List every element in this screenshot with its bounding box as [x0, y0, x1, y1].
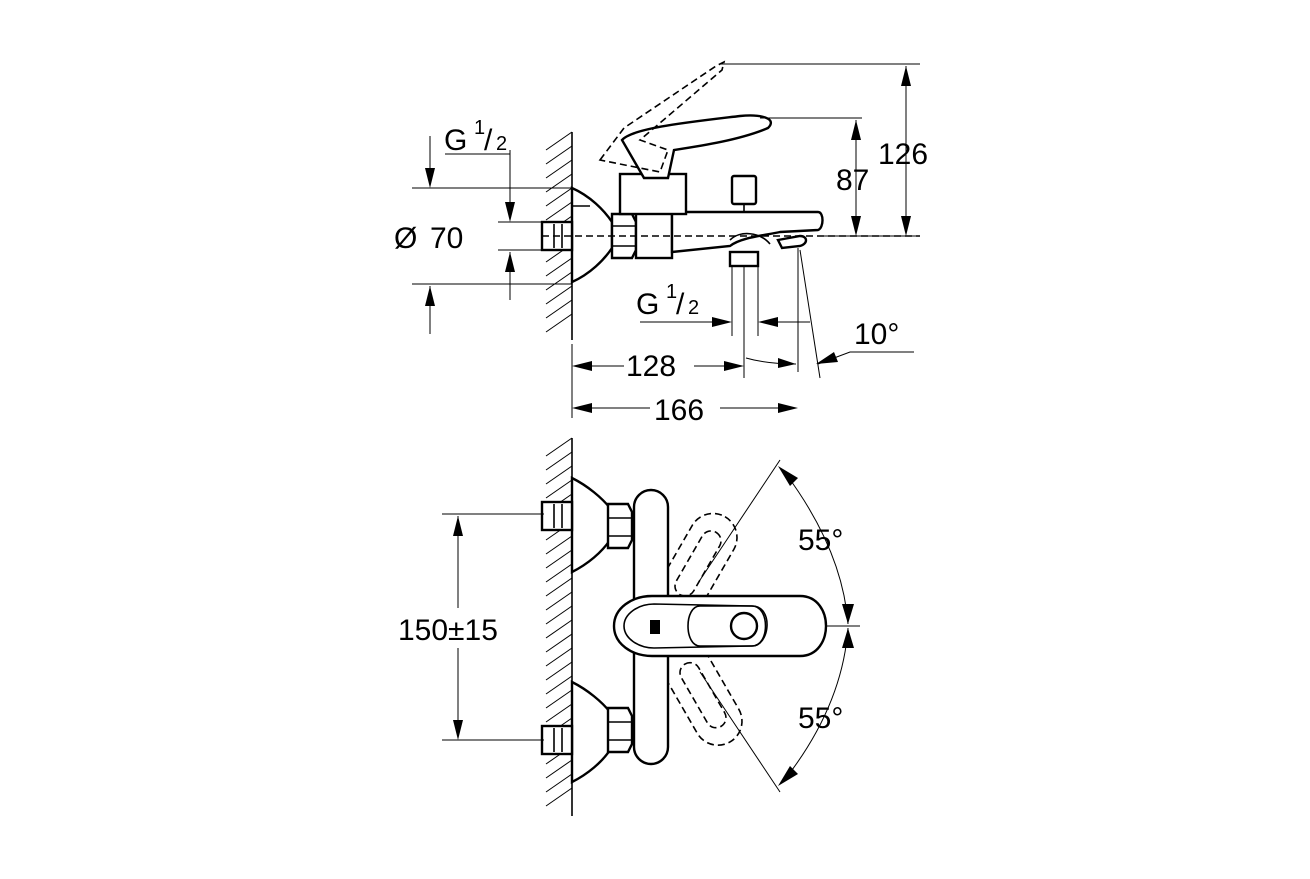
diameter-symbol: Ø	[394, 222, 417, 255]
angle-spout-label: 10°	[854, 318, 899, 351]
diameter-value: 70	[430, 222, 463, 255]
dimension-thread-top	[412, 136, 572, 223]
wall-hatch-line	[545, 465, 573, 485]
front-view: 150±15 55° 55°	[398, 437, 860, 816]
thread-top-letter: G	[444, 124, 467, 157]
lower-connection	[540, 680, 634, 784]
wall-hatch-line	[545, 759, 573, 779]
wall-hatch-line	[545, 131, 573, 151]
dimension-heights	[720, 63, 920, 237]
wall-hatch-line	[545, 549, 573, 569]
wall-hatch-line	[545, 773, 573, 793]
wall-hatch-line	[545, 577, 573, 597]
wall-hatch-line	[545, 145, 573, 165]
thread-bottom-letter: G	[636, 288, 659, 321]
wall-flange-side	[570, 186, 614, 284]
wall-hatch-line	[545, 285, 573, 305]
length-total-label: 166	[654, 394, 704, 427]
thread-top-slash: /	[484, 124, 493, 157]
thread-bottom-numerator: 1	[666, 281, 677, 303]
thread-top-denominator: 2	[496, 133, 507, 155]
wall-hatch-line	[545, 271, 573, 291]
length-outlet-label: 128	[626, 350, 676, 383]
mixer-body-side	[618, 172, 824, 268]
angle-lower-label: 55°	[798, 702, 843, 735]
indicator-mark	[650, 620, 660, 634]
wall-hatch-line	[545, 187, 573, 207]
wall-hatch-line	[545, 313, 573, 333]
wall-hatch-line	[545, 647, 573, 667]
wall-hatch-line	[545, 451, 573, 471]
thread-top-numerator: 1	[474, 117, 485, 139]
angle-upper-label: 55°	[798, 524, 843, 557]
side-view: G 1 / 2 Ø 70 87 126 G 1 / 2 10° 128 166	[394, 60, 928, 427]
wall-hatch-line	[545, 173, 573, 193]
wall-hatch-line	[545, 591, 573, 611]
wall-hatch-line	[545, 563, 573, 583]
wall-hatch-line	[545, 787, 573, 807]
wall-hatch-line	[545, 257, 573, 277]
wall-hatch-line	[545, 633, 573, 653]
wall-hatch-line	[545, 689, 573, 709]
thread-bottom-denominator: 2	[688, 297, 699, 319]
wall-hatch-line	[545, 437, 573, 457]
dimension-thread-bottom	[640, 266, 810, 336]
wall-hatch-line	[545, 661, 573, 681]
wall-hatch-line	[545, 479, 573, 499]
dimension-lengths	[571, 266, 798, 418]
wall-hatch-line	[545, 675, 573, 695]
dimension-connection-distance	[442, 513, 544, 741]
thread-bottom-slash: /	[676, 288, 685, 321]
wall-hatch-line	[545, 535, 573, 555]
height-total-label: 126	[878, 138, 928, 171]
height-handle-label: 87	[836, 164, 869, 197]
wall-front	[545, 437, 573, 816]
wall-hatch-line	[545, 201, 573, 221]
wall-hatch-line	[545, 159, 573, 179]
wall-hatch-line	[545, 299, 573, 319]
wall-hatch-line	[545, 619, 573, 639]
handle-side	[598, 60, 772, 180]
wall-hatch-line	[545, 605, 573, 625]
angle-guides	[699, 459, 860, 793]
dimension-angle-spout	[797, 248, 914, 379]
connection-distance-label: 150±15	[398, 614, 498, 647]
handle-front	[612, 594, 828, 658]
upper-connection	[540, 476, 634, 574]
wall-hatch-line	[545, 703, 573, 723]
dimension-diameter	[412, 249, 572, 334]
